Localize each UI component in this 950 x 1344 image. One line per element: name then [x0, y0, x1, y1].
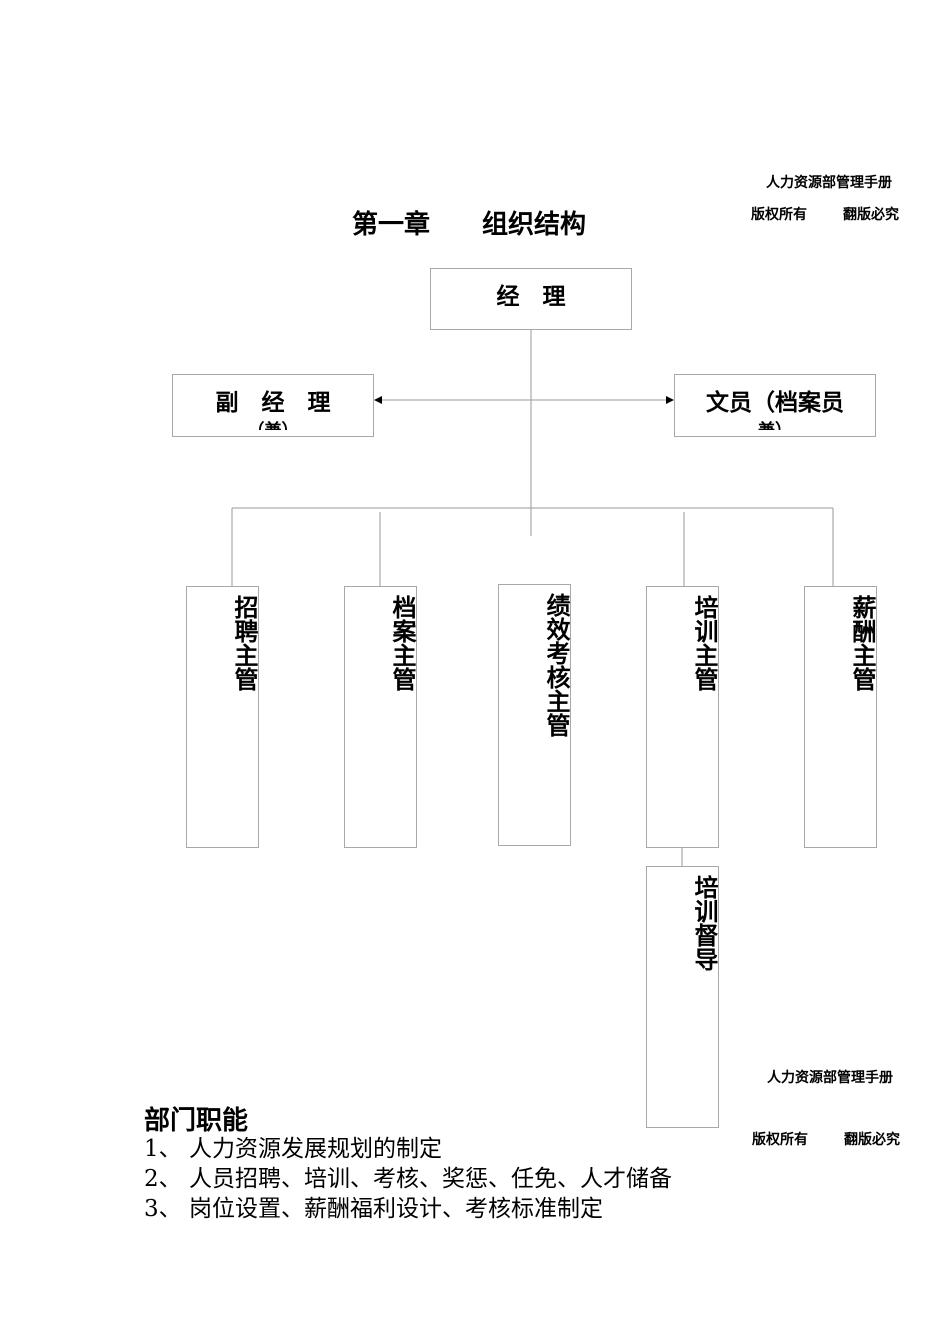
recruitment-supervisor-box: 招聘主管	[186, 586, 259, 848]
archives-supervisor-box: 档案主管	[344, 586, 417, 848]
copyright-notice-footer: 版权所有	[752, 1132, 808, 1148]
function-item: 2、 人员招聘、培训、考核、奖惩、任免、人才储备	[144, 1166, 672, 1192]
deputy-manager-box: 副 经 理 （兼）	[172, 374, 374, 437]
manual-title-footer: 人力资源部管理手册	[767, 1070, 893, 1086]
department-functions-title: 部门职能	[144, 1106, 249, 1136]
copyright-notice: 版权所有	[751, 207, 807, 223]
clerk-sub: 兼）	[675, 416, 875, 430]
manager-box: 经 理	[430, 268, 632, 330]
function-item: 3、 岗位设置、薪酬福利设计、考核标准制定	[144, 1196, 603, 1222]
clerk-box: 文员（档案员 兼）	[674, 374, 876, 437]
training-supervisor-box: 培训主管	[646, 586, 719, 848]
manual-title-header: 人力资源部管理手册	[766, 175, 892, 191]
archives-supervisor-label: 档案主管	[388, 595, 416, 691]
performance-supervisor-box: 绩效考核主管	[498, 584, 571, 846]
training-coach-box: 培训督导	[646, 866, 719, 1128]
deputy-manager-title: 副 经 理	[215, 390, 331, 416]
no-piracy-notice-footer: 翻版必究	[844, 1132, 900, 1148]
clerk-title: 文员（档案员	[706, 390, 844, 416]
department-functions-list: 1、 人力资源发展规划的制定 2、 人员招聘、培训、考核、奖惩、任免、人才储备 …	[144, 1134, 672, 1224]
compensation-supervisor-label: 薪酬主管	[848, 595, 876, 691]
compensation-supervisor-box: 薪酬主管	[804, 586, 877, 848]
performance-supervisor-label: 绩效考核主管	[542, 593, 570, 737]
function-item: 1、 人力资源发展规划的制定	[144, 1136, 442, 1162]
deputy-manager-sub: （兼）	[173, 416, 373, 430]
training-coach-label: 培训督导	[690, 875, 718, 971]
no-piracy-notice: 翻版必究	[843, 207, 899, 223]
chapter-title: 第一章 组织结构	[352, 210, 587, 240]
recruitment-supervisor-label: 招聘主管	[230, 595, 258, 691]
manager-title: 经 理	[496, 284, 566, 310]
training-supervisor-label: 培训主管	[690, 595, 718, 691]
